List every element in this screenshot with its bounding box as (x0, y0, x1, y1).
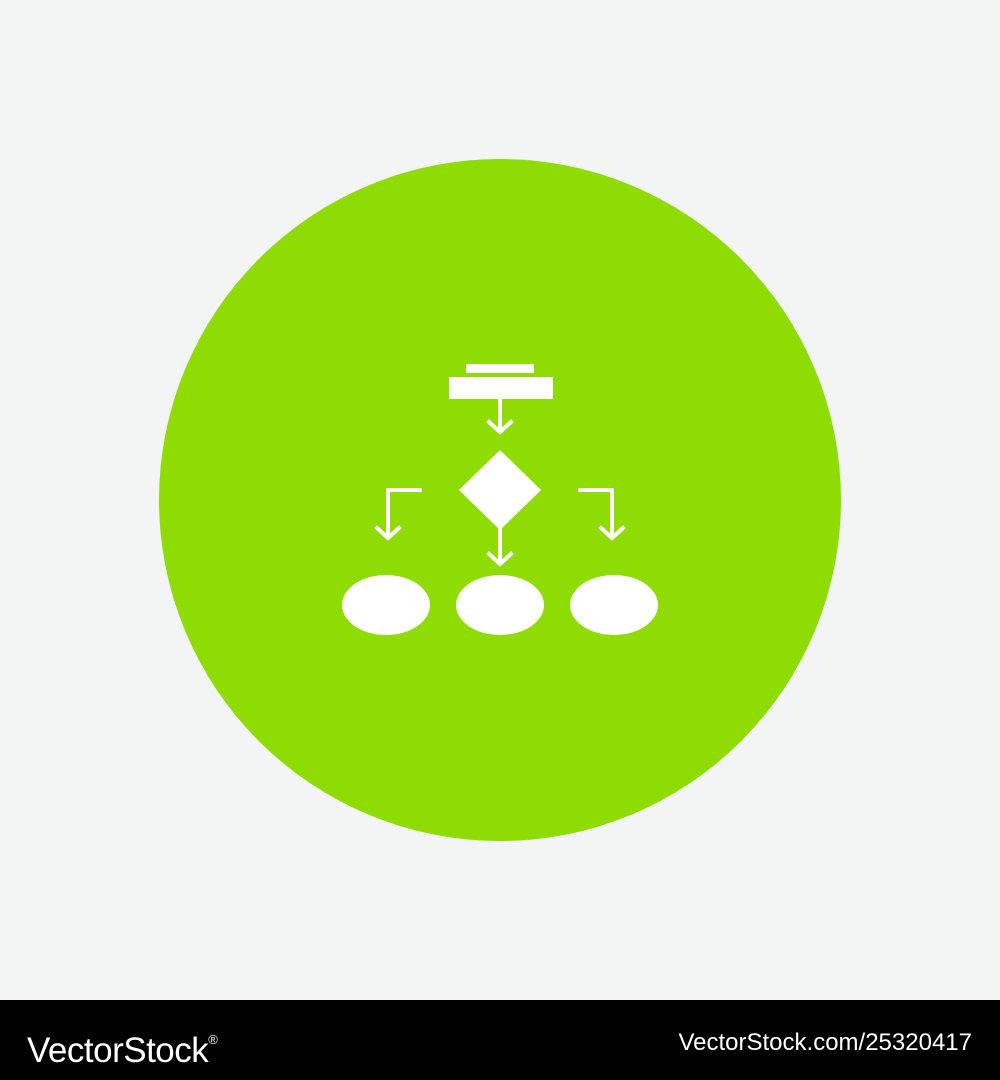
right-outcome-ellipse (570, 575, 658, 635)
image-id: VectorStock.com/25320417 (678, 1029, 972, 1056)
arrow-right-head (598, 525, 626, 541)
arrow-top-head (486, 419, 514, 435)
left-outcome-ellipse (342, 575, 430, 635)
vectorstock-logo: VectorStock® (27, 1018, 218, 1073)
decision-diamond (459, 450, 541, 530)
top-process-block (449, 377, 553, 399)
arrow-center-head (486, 551, 514, 567)
brand-name: VectorStock (27, 1031, 209, 1070)
arrow-left-branch (386, 488, 422, 537)
brand-registered-mark: ® (208, 1032, 218, 1047)
flowchart-arrows (374, 397, 626, 567)
flowchart-illustration (159, 159, 841, 841)
center-outcome-ellipse (456, 575, 544, 635)
arrow-left-head (374, 525, 402, 541)
watermark-footer: VectorStock® VectorStock.com/25320417 (0, 1000, 1000, 1080)
flowchart-icon (342, 364, 658, 635)
arrow-right-branch (578, 488, 614, 537)
top-block-tab (466, 364, 534, 373)
illustration-canvas (159, 159, 841, 841)
